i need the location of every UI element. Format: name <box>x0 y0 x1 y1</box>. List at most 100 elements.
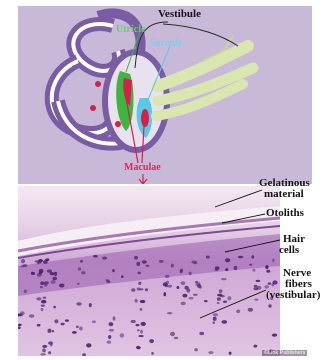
cell-nucleus <box>31 272 35 275</box>
cell-nucleus <box>54 319 58 323</box>
cell-nucleus <box>40 286 43 288</box>
ampulla-dot-3 <box>115 121 121 127</box>
cell-nucleus <box>165 275 170 278</box>
cell-nucleus <box>138 282 141 285</box>
cell-nucleus <box>138 272 141 275</box>
inner-ear-illustration <box>18 6 312 184</box>
cell-nucleus <box>193 262 197 265</box>
cell-nucleus <box>208 351 213 354</box>
cell-nucleus <box>136 324 140 326</box>
inner-ear-svg <box>18 6 312 184</box>
label-maculae: Maculae <box>124 162 161 173</box>
cell-nucleus <box>149 339 154 343</box>
cell-nucleus <box>217 302 220 304</box>
cell-nucleus <box>215 266 220 269</box>
cell-nucleus <box>219 289 223 293</box>
cell-nucleus <box>206 256 210 259</box>
cell-nucleus <box>221 278 226 280</box>
label-otoliths: Otoliths <box>266 208 304 219</box>
cell-nucleus <box>107 341 111 344</box>
cell-nucleus <box>54 272 57 276</box>
cell-nucleus <box>53 306 55 309</box>
ampulla-dot-2 <box>90 105 96 111</box>
cell-nucleus <box>78 267 81 270</box>
cell-nucleus <box>189 272 192 276</box>
cell-nucleus <box>131 320 136 323</box>
cell-nucleus <box>52 330 54 332</box>
cell-nucleus <box>113 316 116 320</box>
label-material: material <box>264 189 304 200</box>
cell-nucleus <box>42 348 46 352</box>
cell-nucleus <box>106 279 109 281</box>
cell-nucleus <box>159 260 164 263</box>
cell-nucleus <box>181 281 186 285</box>
cell-nucleus <box>182 294 187 298</box>
cell-nucleus <box>109 329 114 332</box>
cell-nucleus <box>45 259 48 262</box>
cell-nucleus <box>41 308 44 311</box>
cell-nucleus <box>24 290 27 294</box>
cell-nucleus <box>217 297 221 301</box>
cell-nucleus <box>50 280 55 284</box>
macula-saccule <box>141 109 149 127</box>
cell-nucleus <box>177 286 180 289</box>
cell-nucleus <box>41 300 46 304</box>
cell-nucleus <box>22 264 27 267</box>
cell-nucleus <box>81 271 85 274</box>
cell-nucleus <box>145 265 149 267</box>
cell-nucleus <box>151 352 153 355</box>
cell-nucleus <box>36 297 41 300</box>
cell-nucleus <box>92 321 96 324</box>
cell-nucleus <box>168 285 172 288</box>
cell-nucleus <box>86 343 91 347</box>
cell-nucleus <box>18 324 22 326</box>
cell-nucleus <box>167 312 172 314</box>
cell-nucleus <box>109 322 114 326</box>
cell-nucleus <box>48 341 53 344</box>
cell-nucleus <box>76 326 79 329</box>
cell-nucleus <box>139 288 144 290</box>
cell-nucleus <box>37 260 40 264</box>
cell-nucleus <box>47 269 52 272</box>
cell-nucleus <box>108 335 111 339</box>
cell-nucleus <box>40 281 44 285</box>
credit-text: ©Link Publishers <box>262 350 307 356</box>
cell-nucleus <box>189 297 194 299</box>
cell-nucleus <box>131 288 135 292</box>
cell-nucleus <box>134 256 138 260</box>
cell-nucleus <box>44 281 49 284</box>
cell-nucleus <box>145 288 148 291</box>
cell-nucleus <box>186 288 190 292</box>
cell-nucleus <box>43 297 47 299</box>
label-saccule: Saccule <box>150 38 182 49</box>
cell-nucleus <box>72 331 77 334</box>
cell-nucleus <box>193 294 198 296</box>
cell-nucleus <box>165 284 168 288</box>
cell-nucleus <box>222 320 228 324</box>
cell-nucleus <box>199 332 204 335</box>
cell-nucleus <box>174 337 178 339</box>
cell-nucleus <box>40 353 46 356</box>
label-vestibule: Vestibule <box>158 9 201 20</box>
cell-nucleus <box>21 259 25 263</box>
cell-nucleus <box>29 314 35 318</box>
cell-nucleus <box>79 327 83 331</box>
cell-nucleus <box>217 294 222 297</box>
cell-nucleus <box>199 285 202 289</box>
label-vestibular: (vestibular) <box>266 290 320 301</box>
cell-nucleus <box>39 269 44 273</box>
cell-nucleus <box>170 332 175 336</box>
cell-nucleus <box>93 255 98 258</box>
cell-nucleus <box>112 269 114 272</box>
cell-nucleus <box>48 329 52 333</box>
cell-nucleus <box>137 329 140 331</box>
label-utricle: Utricle <box>116 24 145 35</box>
cell-nucleus <box>225 268 228 271</box>
label-cells: cells <box>279 245 299 256</box>
cell-nucleus <box>140 300 146 303</box>
cell-nucleus <box>37 324 41 327</box>
cell-nucleus <box>77 283 80 285</box>
cell-nucleus <box>171 264 174 268</box>
cell-nucleus <box>121 275 123 278</box>
